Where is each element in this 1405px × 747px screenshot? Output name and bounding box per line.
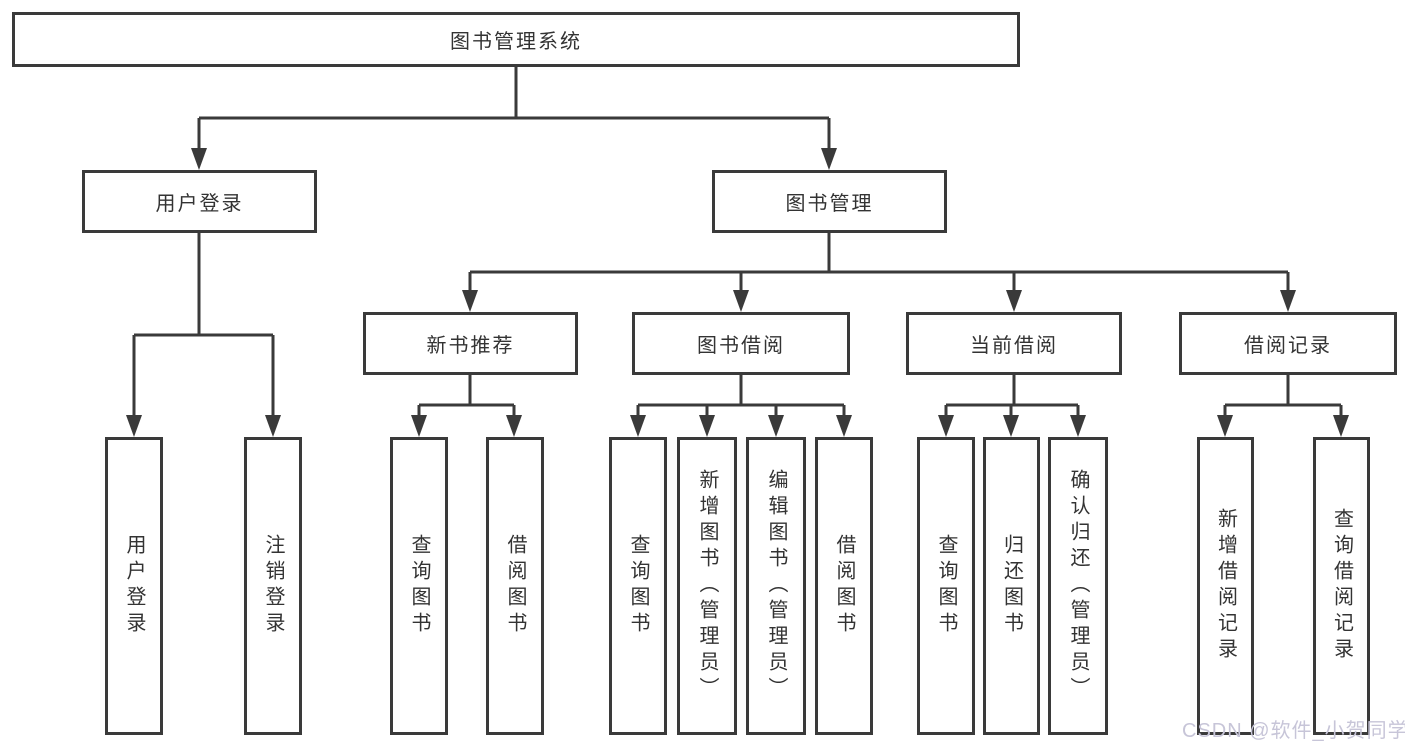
leaf-query-books-borrow: 查询图书 (609, 437, 667, 735)
leaf-add-borrow-record: 新增借阅记录 (1197, 437, 1254, 735)
csdn-watermark: CSDN @软件_小贺同学 (1182, 720, 1405, 742)
leaf-confirm-return-admin: 确认归还（管理员） (1048, 437, 1108, 735)
leaf-edit-books-admin: 编辑图书（管理员） (746, 437, 806, 735)
leaf-user-login-label: 用户登录 (123, 534, 145, 638)
leaf-query-borrow-record: 查询借阅记录 (1313, 437, 1370, 735)
node-root-system: 图书管理系统 (12, 12, 1020, 67)
node-book-management: 图书管理 (712, 170, 947, 233)
leaf-logout-label: 注销登录 (262, 534, 284, 638)
node-book-borrow-label: 图书借阅 (697, 335, 785, 357)
leaf-query-books-current-label: 查询图书 (935, 534, 957, 638)
leaf-return-books: 归还图书 (983, 437, 1040, 735)
node-borrow-records: 借阅记录 (1179, 312, 1397, 375)
leaf-borrow-books-recommend: 借阅图书 (486, 437, 544, 735)
leaf-borrow-books: 借阅图书 (815, 437, 873, 735)
leaf-query-books-recommend-label: 查询图书 (408, 534, 430, 638)
leaf-borrow-books-label: 借阅图书 (833, 534, 855, 638)
node-root-label: 图书管理系统 (450, 31, 582, 53)
leaf-borrow-books-recommend-label: 借阅图书 (504, 534, 526, 638)
leaf-query-books-recommend: 查询图书 (390, 437, 448, 735)
node-current-borrow: 当前借阅 (906, 312, 1122, 375)
node-borrow-records-label: 借阅记录 (1244, 335, 1332, 357)
node-book-management-label: 图书管理 (785, 193, 874, 215)
leaf-confirm-return-admin-label: 确认归还（管理员） (1067, 469, 1089, 703)
node-new-book-recommend: 新书推荐 (363, 312, 578, 375)
leaf-add-books-admin: 新增图书（管理员） (677, 437, 737, 735)
node-user-login-label: 用户登录 (155, 193, 244, 215)
node-book-borrow: 图书借阅 (632, 312, 850, 375)
node-new-book-recommend-label: 新书推荐 (426, 335, 515, 357)
leaf-add-borrow-record-label: 新增借阅记录 (1214, 508, 1237, 664)
leaf-query-books-borrow-label: 查询图书 (627, 534, 649, 638)
arrowhead-icons (126, 148, 1349, 437)
leaf-logout: 注销登录 (244, 437, 302, 735)
leaf-return-books-label: 归还图书 (1000, 534, 1023, 638)
node-user-login: 用户登录 (82, 170, 317, 233)
leaf-query-books-current: 查询图书 (917, 437, 975, 735)
leaf-add-books-admin-label: 新增图书（管理员） (696, 469, 718, 703)
node-current-borrow-label: 当前借阅 (970, 335, 1058, 357)
leaf-user-login: 用户登录 (105, 437, 163, 735)
leaf-query-borrow-record-label: 查询借阅记录 (1330, 508, 1353, 664)
leaf-edit-books-admin-label: 编辑图书（管理员） (765, 469, 787, 703)
